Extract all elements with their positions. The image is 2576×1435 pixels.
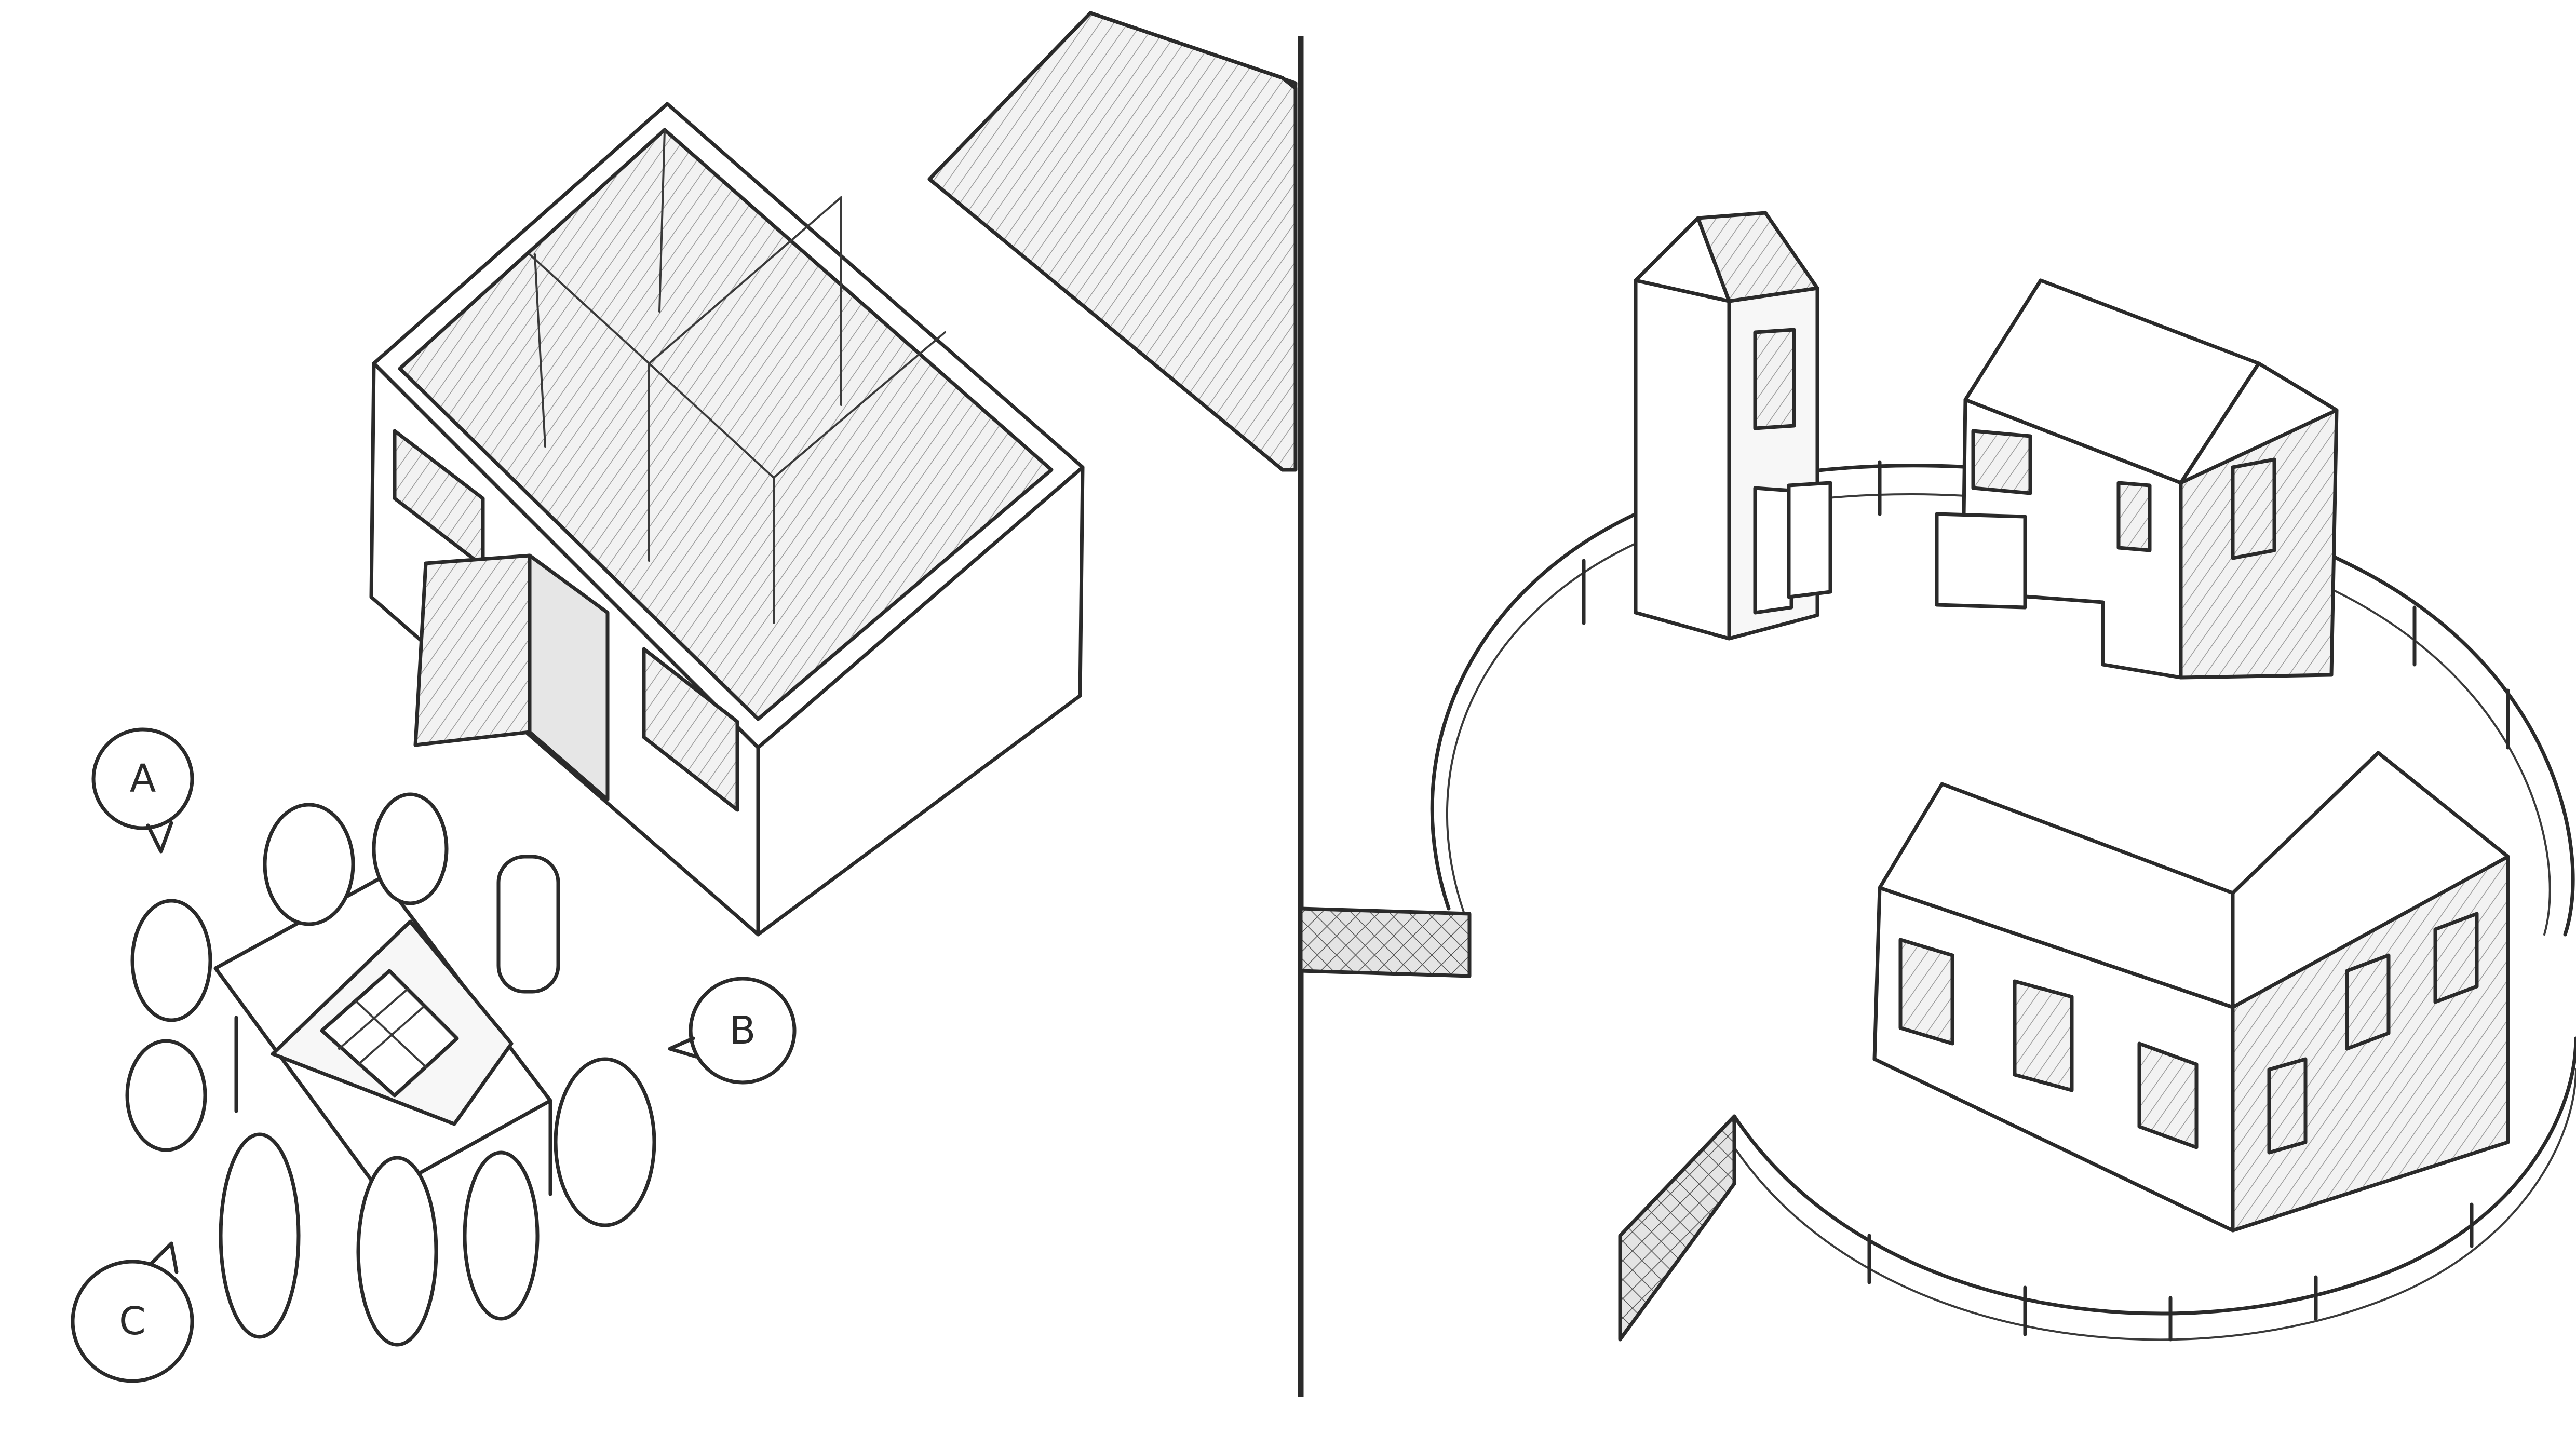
open-house [369, 102, 1085, 937]
speech-bubble-c: C [71, 1241, 194, 1383]
planning-table [213, 875, 552, 1243]
bubble-label-c: C [119, 1299, 146, 1344]
left-panel: A B C [71, 11, 1298, 1383]
tower-house [1634, 211, 1832, 641]
speech-bubble-b: B [668, 977, 797, 1085]
bubble-label-b: B [730, 1008, 756, 1053]
detached-roof [927, 11, 1298, 472]
fence [1299, 460, 2576, 1342]
house-middle [1935, 278, 2339, 680]
right-panel [1299, 211, 2576, 1342]
bubble-label-a: A [130, 756, 156, 801]
speech-bubble-a: A [91, 727, 194, 854]
people-group [125, 792, 656, 1347]
house-front [1872, 751, 2510, 1233]
